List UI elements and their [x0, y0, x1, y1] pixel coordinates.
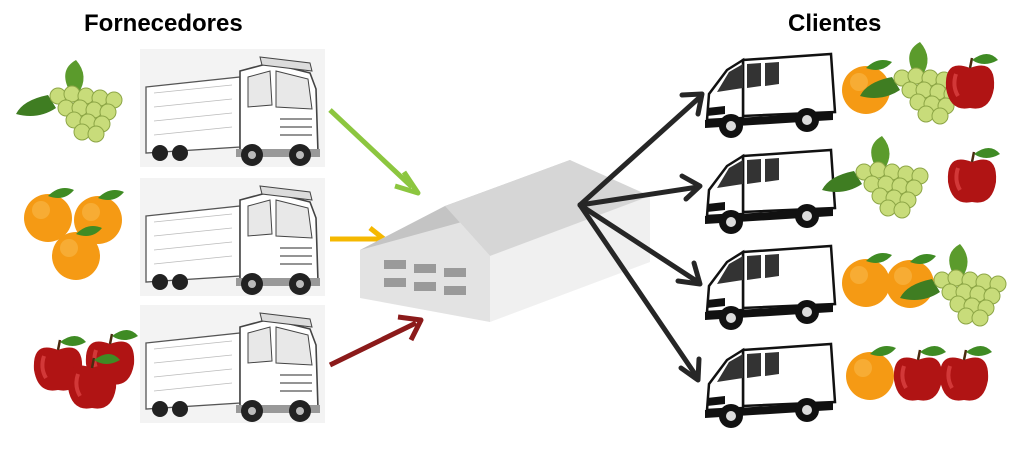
van-4	[703, 342, 837, 430]
van-1	[703, 52, 837, 140]
arrow-customer-1	[577, 91, 705, 208]
customer-1-fruits	[842, 41, 1000, 125]
van-2	[703, 148, 837, 236]
supplier-apples	[31, 328, 140, 411]
arrow-grapes	[328, 108, 421, 196]
customer-2-fruits	[821, 135, 1002, 219]
customer-3-fruits	[842, 243, 1007, 327]
supplier-oranges	[24, 188, 124, 280]
arrow-apples	[328, 314, 424, 368]
truck-2	[139, 177, 326, 297]
customer-4-fruits	[846, 344, 994, 403]
arrow-customer-3	[577, 202, 703, 287]
supplier-grapes	[15, 59, 123, 143]
arrow-customer-4	[577, 202, 702, 383]
truck-3	[139, 304, 326, 424]
suppliers-title: Fornecedores	[84, 10, 243, 37]
van-3	[703, 244, 837, 332]
arrow-customer-2	[577, 173, 703, 208]
customers-title: Clientes	[788, 10, 882, 37]
truck-1	[139, 48, 326, 168]
